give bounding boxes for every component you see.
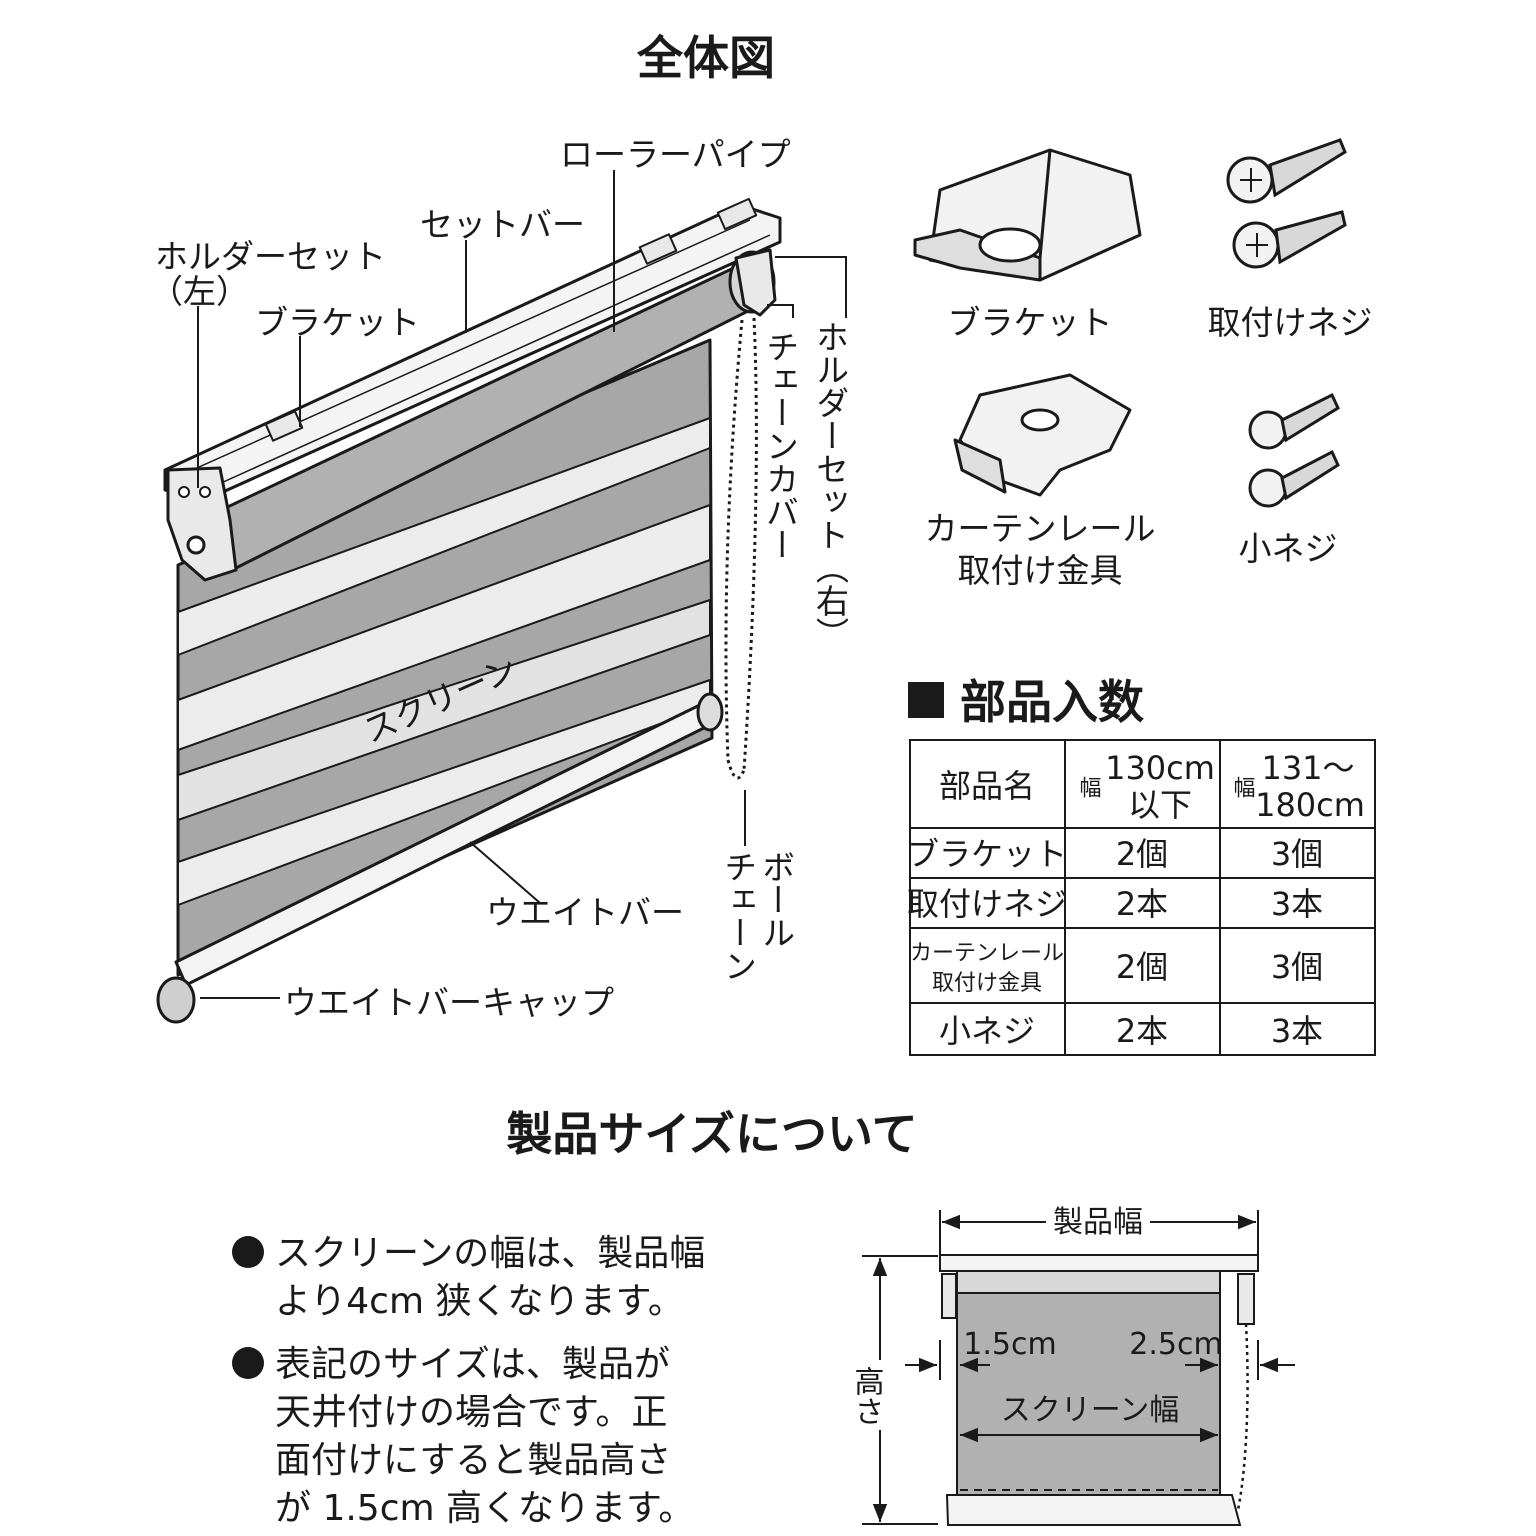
note-1-line2: より4cm 狭くなります。 — [275, 1281, 684, 1322]
table-row-name-line2: 取付け金具 — [932, 971, 1042, 996]
small-screws-illustration — [1248, 392, 1340, 508]
screen-band — [177, 417, 711, 656]
part-small-screw-label: 小ネジ — [1239, 529, 1338, 568]
table-row-name: 取付けネジ — [907, 885, 1067, 923]
note-2-line4: が 1.5cm 高くなります。 — [275, 1488, 694, 1529]
table-row-c1: 2個 — [1116, 948, 1168, 986]
screen-band — [177, 504, 711, 751]
weight-bar-cap — [156, 976, 196, 1024]
bracket-illustration — [913, 148, 1142, 282]
label-holder-left-line1: ホルダーセット — [155, 237, 386, 276]
table-header-width-label: 幅 — [1076, 776, 1101, 798]
part-bracket-label: ブラケット — [948, 303, 1113, 342]
table-row-c2: 3本 — [1271, 885, 1323, 923]
roller-blind-illustration — [156, 197, 782, 1024]
table-header-col2-line2: 180cm — [1255, 786, 1365, 824]
table-header-col1-line2: 以下 — [1128, 786, 1192, 824]
quantity-title: 部品入数 — [960, 675, 1144, 729]
screen-band — [177, 599, 711, 821]
bracket-part — [716, 197, 758, 231]
overview-leaders — [197, 170, 847, 999]
table-row-name-line1: カーテンレール — [910, 941, 1064, 966]
note-2-line1: 表記のサイズは、製品が — [275, 1344, 670, 1385]
label-roller-pipe: ローラーパイプ — [560, 135, 791, 174]
table-header-col2-line1: 131〜 — [1261, 749, 1354, 787]
dim-product-width: 製品幅 — [1053, 1205, 1143, 1240]
mount-screws-illustration — [1226, 138, 1347, 269]
size-diagram — [862, 1210, 1295, 1526]
holder-right — [734, 248, 777, 317]
label-ball-chain-line1: ボール — [757, 850, 796, 949]
label-bracket: ブラケット — [255, 303, 420, 342]
label-weight-bar-cap: ウエイトバーキャップ — [284, 983, 614, 1022]
ball-chain — [724, 317, 758, 780]
table-row-name: ブラケット — [907, 835, 1067, 873]
bracket-part — [264, 410, 304, 442]
overview-title: 全体図 — [636, 31, 775, 85]
part-mount-screw-label: 取付けネジ — [1208, 303, 1373, 342]
dim-height: 高さ — [849, 1366, 884, 1426]
label-chain-cover: チェーンカバー — [761, 330, 800, 561]
weight-bar-end — [696, 692, 724, 732]
label-ball-chain-line2: チェーン — [719, 850, 758, 982]
table-row-name: 小ネジ — [939, 1012, 1035, 1050]
table-row-c2: 3個 — [1271, 835, 1323, 873]
dim-left-gap: 1.5cm — [963, 1327, 1056, 1362]
note-1-line1: スクリーンの幅は、製品幅 — [275, 1233, 705, 1274]
bullet-dot — [232, 1236, 264, 1268]
rail-fitting-illustration — [953, 373, 1132, 497]
note-2-line3: 面付けにすると製品高さ — [275, 1440, 671, 1481]
label-holder-left-line2: （左） — [150, 272, 249, 311]
table-row-c1: 2個 — [1116, 835, 1168, 873]
square-bullet — [908, 682, 944, 718]
note-2-line2: 天井付けの場合です。正 — [275, 1392, 667, 1433]
label-holder-right: ホルダーセット（右） — [811, 320, 850, 650]
bracket-part — [638, 233, 678, 265]
part-rail-fitting-label-line1: カーテンレール — [925, 509, 1156, 548]
table-row-c1: 2本 — [1116, 885, 1168, 923]
table-row-c2: 3個 — [1271, 948, 1323, 986]
table-header-name: 部品名 — [939, 767, 1035, 805]
table-header-width-label: 幅 — [1230, 776, 1255, 798]
label-set-bar: セットバー — [420, 205, 585, 244]
dim-screen-width: スクリーン幅 — [1001, 1393, 1180, 1428]
size-title: 製品サイズについて — [506, 1107, 917, 1161]
label-weight-bar: ウエイトバー — [486, 893, 684, 932]
part-rail-fitting-label-line2: 取付け金具 — [958, 551, 1123, 590]
dim-right-gap: 2.5cm — [1129, 1327, 1222, 1362]
table-row-c1: 2本 — [1116, 1012, 1168, 1050]
bullet-dot — [232, 1347, 264, 1379]
quantity-table — [909, 739, 1376, 1056]
table-header-col1-line1: 130cm — [1105, 749, 1215, 787]
table-row-c2: 3本 — [1271, 1012, 1323, 1050]
